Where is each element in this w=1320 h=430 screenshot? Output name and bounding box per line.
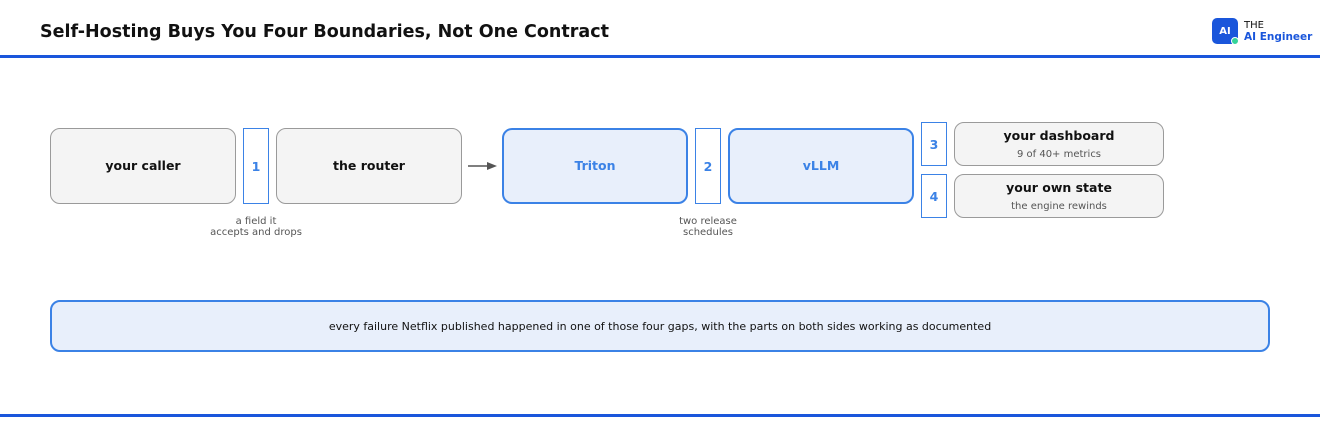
node-your-dashboard: your dashboard 9 of 40+ metrics bbox=[954, 122, 1164, 166]
takeaway-text: every failure Netflix published happened… bbox=[328, 319, 992, 333]
node-sublabel: the engine rewinds bbox=[1011, 200, 1107, 212]
node-the-router: the router bbox=[276, 128, 462, 204]
gap-2-note: two release schedules bbox=[648, 216, 768, 238]
gap-1-note: a field it accepts and drops bbox=[196, 216, 316, 238]
node-sublabel: 9 of 40+ metrics bbox=[1016, 148, 1102, 160]
logo-badge-icon: AI bbox=[1212, 18, 1238, 44]
gap-number: 1 bbox=[251, 158, 261, 174]
node-label: your dashboard bbox=[1003, 127, 1115, 143]
gap-note-line: two release bbox=[679, 216, 737, 227]
boundary-gap-4: 4 bbox=[921, 174, 947, 218]
logo-status-dot bbox=[1231, 37, 1239, 45]
gap-number: 2 bbox=[703, 158, 713, 174]
boundary-gap-1: 1 bbox=[243, 128, 269, 204]
node-label: Triton bbox=[574, 158, 616, 173]
header-divider bbox=[0, 55, 1320, 58]
node-vllm: vLLM bbox=[728, 128, 914, 204]
page-title: Self-Hosting Buys You Four Boundaries, N… bbox=[40, 22, 609, 42]
node-label: your own state bbox=[1006, 179, 1112, 195]
node-triton: Triton bbox=[502, 128, 688, 204]
gap-note-line: accepts and drops bbox=[210, 227, 302, 238]
gap-note-line: a field it bbox=[235, 216, 277, 227]
logo-line-2: AI Engineer bbox=[1244, 31, 1313, 43]
boundary-gap-2: 2 bbox=[695, 128, 721, 204]
takeaway-banner: every failure Netflix published happened… bbox=[50, 300, 1270, 352]
flow-arrow-icon bbox=[468, 162, 497, 170]
boundary-gap-3: 3 bbox=[921, 122, 947, 166]
node-label: vLLM bbox=[802, 158, 840, 173]
brand-logo: AI THE AI Engineer bbox=[1212, 18, 1312, 46]
gap-number: 4 bbox=[929, 188, 939, 204]
node-label: the router bbox=[333, 158, 405, 173]
footer-divider bbox=[0, 414, 1320, 417]
node-your-caller: your caller bbox=[50, 128, 236, 204]
gap-note-line: schedules bbox=[682, 227, 734, 238]
logo-line-1: THE bbox=[1244, 20, 1264, 31]
node-your-own-state: your own state the engine rewinds bbox=[954, 174, 1164, 218]
node-label: your caller bbox=[105, 158, 181, 173]
gap-number: 3 bbox=[929, 136, 939, 152]
